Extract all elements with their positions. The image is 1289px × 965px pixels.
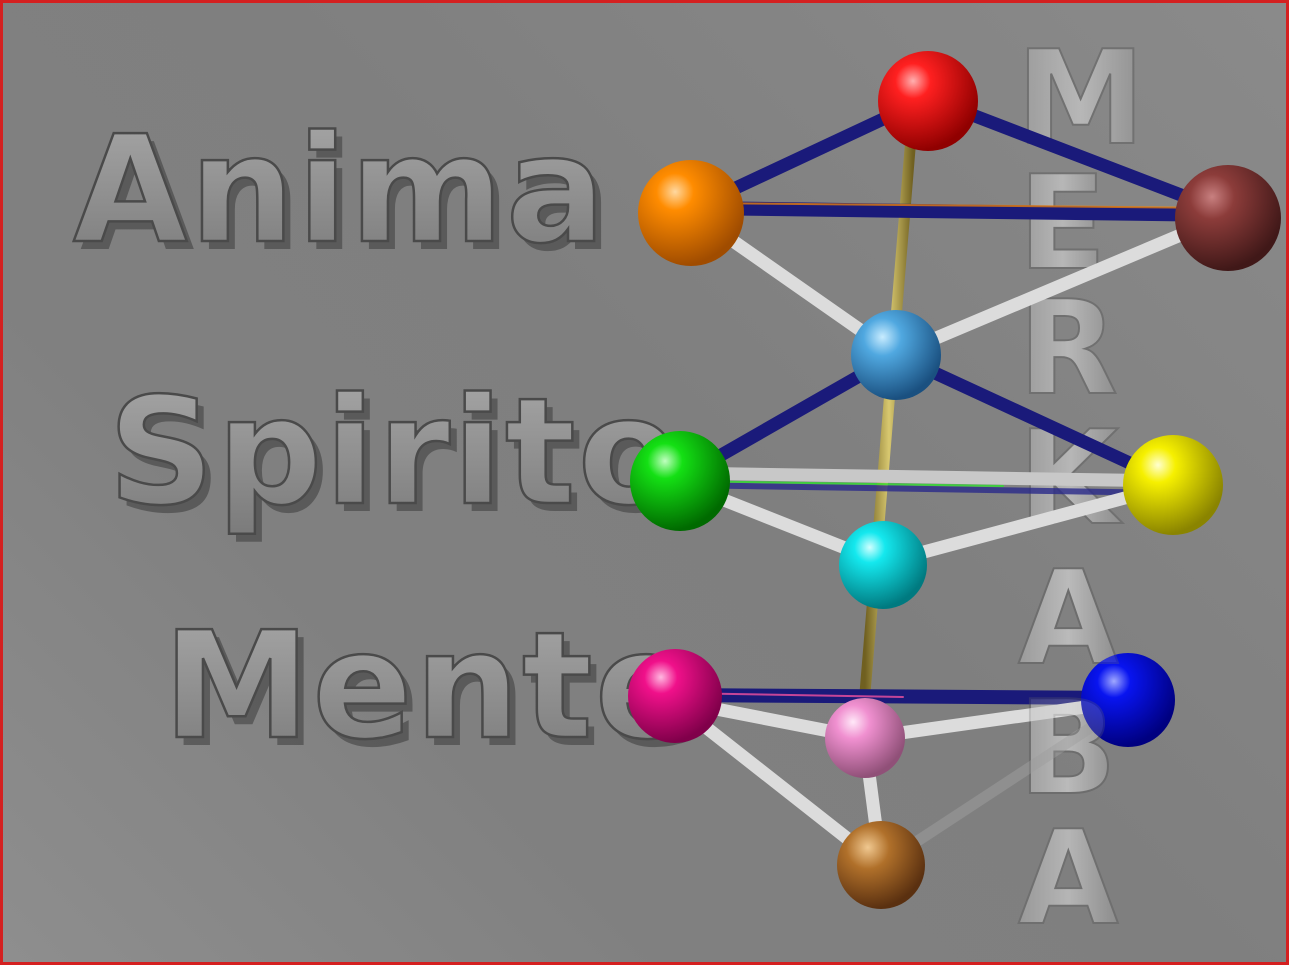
label-spirito: Spirito: [108, 366, 681, 538]
rod-highlight: [680, 480, 1004, 487]
rod-dark-blue: [678, 482, 1176, 496]
vertical-letter: R: [1018, 272, 1118, 424]
sphere-blue: [1081, 653, 1175, 747]
vertical-letter: A: [1018, 802, 1119, 954]
rod-dark-blue: [686, 201, 1235, 222]
spheres: [628, 51, 1281, 909]
rod-white: [876, 478, 1180, 570]
label-spirito-shadow: Spirito: [115, 374, 688, 546]
vertical-letter: M: [1016, 22, 1145, 174]
sphere-magenta: [628, 649, 722, 743]
labels: Anima Anima Spirito Spirito Mente Mente: [72, 103, 704, 780]
rod-dark-blue: [921, 91, 1235, 220]
sphere-cyan: [839, 521, 927, 609]
sphere-red-top: [878, 51, 978, 151]
sphere-light-blue: [851, 310, 941, 400]
merkaba-scene: M E R K A B A Anima Anima Spirito Spirit…: [72, 21, 1281, 955]
rod-dark-blue: [889, 348, 1180, 490]
rod-white: [674, 466, 1180, 488]
sphere-pink: [825, 698, 905, 778]
sphere-brown: [1175, 165, 1281, 271]
sphere-yellow: [1123, 435, 1223, 535]
sphere-wood: [837, 821, 925, 909]
vertical-letter: B: [1018, 672, 1117, 824]
rod-white: [889, 208, 1235, 362]
label-mente: Mente: [163, 600, 697, 772]
label-anima-shadow: Anima: [80, 112, 615, 284]
label-mente-shadow: Mente: [170, 608, 704, 780]
label-anima: Anima: [73, 104, 608, 276]
vertical-letter: A: [1018, 542, 1119, 694]
vertical-title-overlay: A B: [1017, 541, 1120, 825]
vertical-title: M E R K A B A: [1015, 21, 1146, 955]
sphere-green: [630, 431, 730, 531]
rod-highlight: [692, 202, 1229, 209]
rod-white: [875, 697, 1134, 871]
sphere-orange: [638, 160, 744, 266]
